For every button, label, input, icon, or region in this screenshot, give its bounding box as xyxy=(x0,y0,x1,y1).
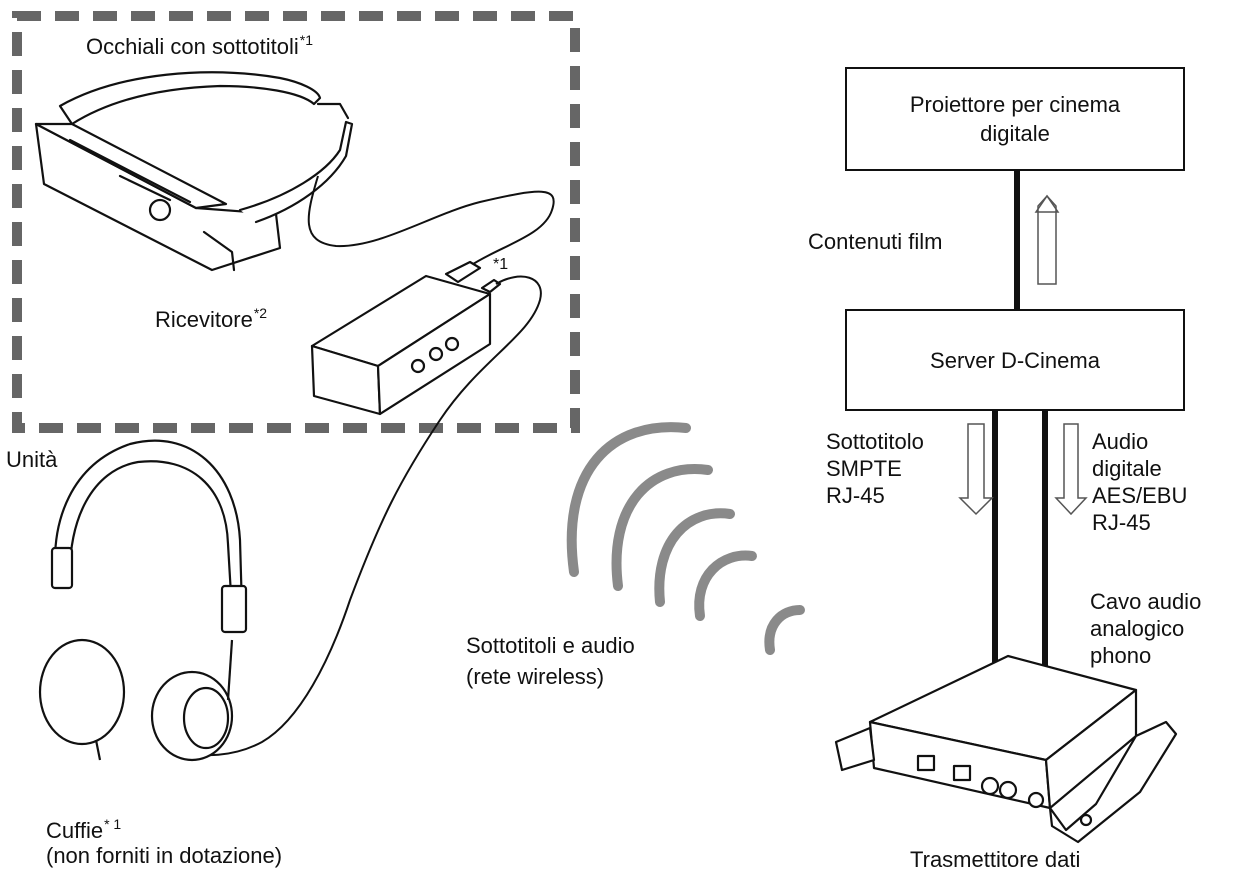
headphones-footnote: * 1 xyxy=(104,816,122,832)
headphones-illustration xyxy=(38,439,248,762)
d-cinema-server-box: Server D-Cinema xyxy=(845,309,1185,411)
headphones-label: Cuffie* 1 xyxy=(46,811,121,844)
receiver-illustration xyxy=(310,260,502,416)
receiver-footnote: *2 xyxy=(253,305,268,321)
data-transmitter-illustration xyxy=(834,654,1178,844)
glasses-cable xyxy=(307,175,555,267)
projector-label-line2: digitale xyxy=(980,121,1050,146)
subtitle-glasses-text: Occhiali con sottotitoli xyxy=(86,34,299,59)
receiver-text: Ricevitore xyxy=(155,307,253,332)
analog-cable-line1: Cavo audio xyxy=(1090,589,1202,614)
subtitle-arrow xyxy=(958,423,994,516)
cable-footnote-mark: *1 xyxy=(492,248,508,278)
analog-cable-line3: phono xyxy=(1090,643,1152,668)
digital-audio-label: Audio digitale AES/EBU RJ-45 xyxy=(1092,428,1187,536)
digital-audio-line2: digitale xyxy=(1092,456,1162,481)
analog-cable-label: Cavo audio analogico phono xyxy=(1090,588,1201,669)
subtitle-glasses-illustration xyxy=(34,71,354,272)
headphones-text: Cuffie xyxy=(46,818,104,843)
projector-label-line1: Proiettore per cinema xyxy=(909,92,1121,117)
analog-cable-line2: analogico xyxy=(1090,616,1185,641)
digital-cinema-projector-box: Proiettore per cinema digitale xyxy=(845,67,1185,171)
movie-content-arrow xyxy=(1037,194,1057,285)
subtitle-signal-label: Sottotitolo SMPTE RJ-45 xyxy=(826,428,924,509)
movie-content-arrowhead xyxy=(1034,194,1060,213)
receiver-label: Ricevitore*2 xyxy=(155,300,267,333)
headphone-cable xyxy=(175,275,542,757)
unit-boundary xyxy=(12,11,580,433)
unit-label: Unità xyxy=(6,447,58,472)
digital-audio-line3: AES/EBU xyxy=(1092,483,1188,508)
subtitle-glasses-footnote: *1 xyxy=(299,32,313,48)
movie-content-label: Contenuti film xyxy=(808,229,943,254)
subtitle-signal-line2: SMPTE xyxy=(826,456,902,481)
wireless-label-line2: (rete wireless) xyxy=(466,664,605,689)
subtitle-signal-line3: RJ-45 xyxy=(826,483,885,508)
digital-audio-line1: Audio xyxy=(1092,429,1149,454)
subtitle-glasses-label: Occhiali con sottotitoli*1 xyxy=(86,27,313,60)
digital-audio-line4: RJ-45 xyxy=(1092,510,1151,535)
audio-arrow xyxy=(1054,423,1088,516)
data-transmitter-label: Trasmettitore dati xyxy=(910,847,1081,872)
subtitle-signal-line1: Sottotitolo xyxy=(826,429,924,454)
wireless-label-line1: Sottotitoli e audio xyxy=(466,633,635,658)
headphones-note: (non forniti in dotazione) xyxy=(46,843,283,868)
server-label: Server D-Cinema xyxy=(930,347,1100,373)
wireless-waves xyxy=(566,422,805,655)
cable-footnote-text: *1 xyxy=(493,256,509,273)
